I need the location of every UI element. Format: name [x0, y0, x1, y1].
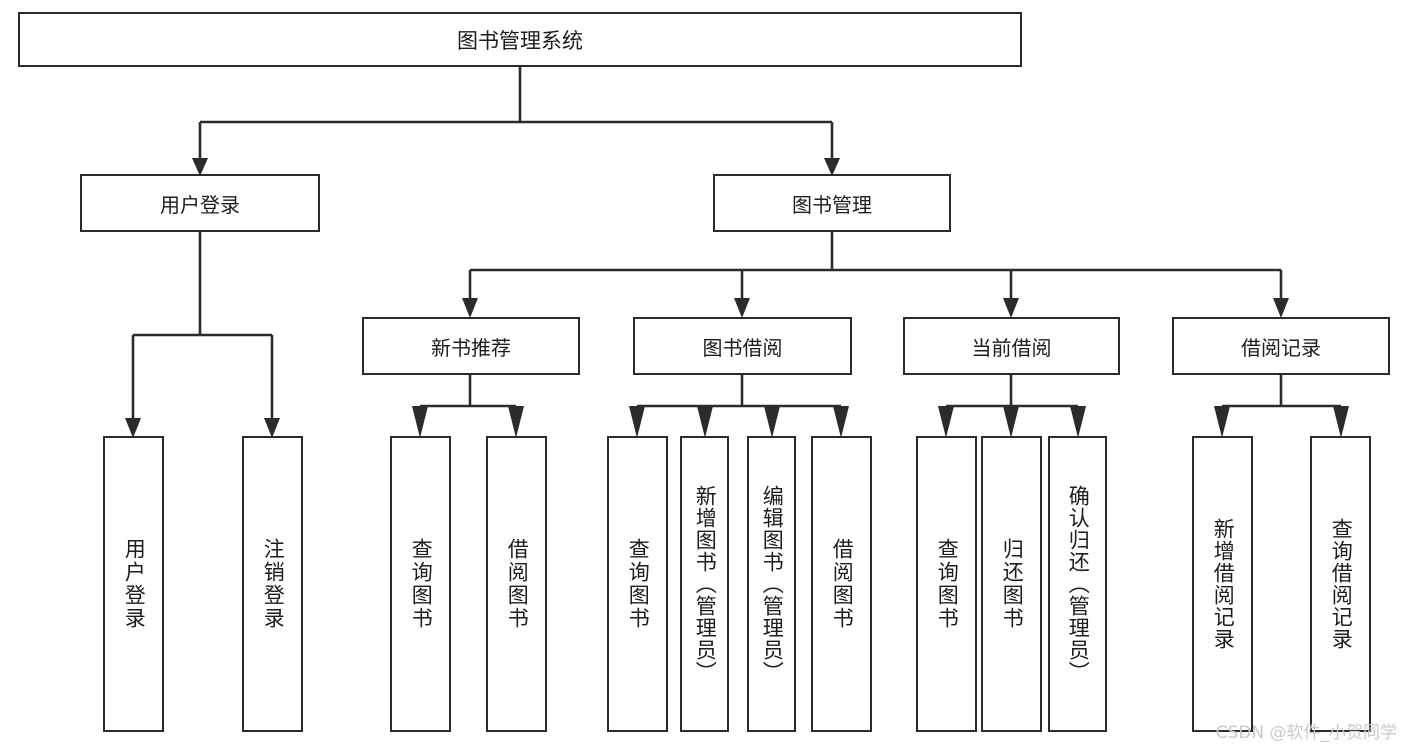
- leaf-user-login-label: 用户登录: [122, 538, 147, 630]
- arrowhead-leaf-3: [412, 406, 428, 438]
- leaf-add-borrow-record-label: 新增借阅记录: [1211, 518, 1236, 650]
- leaf-logout-label: 注销登录: [261, 538, 286, 630]
- arrowhead-borrow: [734, 298, 750, 318]
- arrowhead-leaf-2: [264, 418, 280, 438]
- node-book-borrow[interactable]: 图书借阅: [633, 317, 852, 375]
- arrowhead-leaf-8: [833, 406, 849, 438]
- node-current-borrow[interactable]: 当前借阅: [903, 317, 1120, 375]
- arrowhead-user-login: [192, 158, 208, 176]
- leaf-query-book-2[interactable]: 查询图书: [607, 436, 668, 732]
- leaf-return-book-label: 归还图书: [1000, 538, 1025, 630]
- arrowhead-newbook: [462, 298, 478, 318]
- leaf-confirm-return-admin-label: 确认归还（管理员）: [1066, 485, 1091, 683]
- leaf-logout[interactable]: 注销登录: [242, 436, 303, 732]
- node-current-borrow-label: 当前借阅: [971, 335, 1052, 360]
- leaf-confirm-return-admin[interactable]: 确认归还（管理员）: [1048, 436, 1107, 732]
- arrowhead-leaf-11: [1070, 406, 1086, 438]
- node-root-label: 图书管理系统: [457, 28, 583, 53]
- node-borrow-record[interactable]: 借阅记录: [1172, 317, 1390, 375]
- arrowhead-current: [1003, 298, 1019, 318]
- arrowhead-book-mgmt: [824, 158, 840, 176]
- arrowhead-leaf-10: [1003, 406, 1019, 438]
- node-book-borrow-label: 图书借阅: [702, 335, 783, 360]
- leaf-add-book-admin-label: 新增图书（管理员）: [693, 485, 718, 683]
- leaf-edit-book-admin[interactable]: 编辑图书（管理员）: [747, 436, 796, 732]
- leaf-borrow-book-1-label: 借阅图书: [505, 538, 530, 630]
- leaf-query-book-1-label: 查询图书: [409, 538, 434, 630]
- arrowhead-leaf-13: [1333, 406, 1349, 438]
- node-user-login[interactable]: 用户登录: [80, 174, 320, 232]
- leaf-query-borrow-record[interactable]: 查询借阅记录: [1310, 436, 1371, 732]
- leaf-add-book-admin[interactable]: 新增图书（管理员）: [680, 436, 729, 732]
- node-root[interactable]: 图书管理系统: [18, 12, 1022, 67]
- leaf-borrow-book-1[interactable]: 借阅图书: [486, 436, 547, 732]
- arrowhead-leaf-6: [697, 406, 713, 438]
- arrowhead-leaf-7: [764, 406, 780, 438]
- leaf-return-book[interactable]: 归还图书: [981, 436, 1042, 732]
- arrowhead-leaf-5: [629, 406, 645, 438]
- leaf-query-book-3-label: 查询图书: [935, 538, 960, 630]
- leaf-user-login[interactable]: 用户登录: [103, 436, 164, 732]
- node-new-book-recommend[interactable]: 新书推荐: [362, 317, 580, 375]
- leaf-query-book-2-label: 查询图书: [626, 538, 651, 630]
- leaf-query-book-1[interactable]: 查询图书: [390, 436, 451, 732]
- node-user-login-label: 用户登录: [160, 192, 240, 217]
- node-borrow-record-label: 借阅记录: [1241, 335, 1321, 360]
- leaf-query-book-3[interactable]: 查询图书: [916, 436, 977, 732]
- node-book-management[interactable]: 图书管理: [713, 174, 951, 232]
- leaf-query-borrow-record-label: 查询借阅记录: [1329, 518, 1354, 650]
- arrowhead-leaf-1: [125, 418, 141, 438]
- arrowhead-leaf-4: [508, 406, 524, 438]
- node-new-book-recommend-label: 新书推荐: [431, 335, 511, 360]
- arrowhead-record: [1273, 298, 1289, 318]
- leaf-borrow-book-2-label: 借阅图书: [830, 538, 855, 630]
- arrowhead-leaf-12: [1214, 406, 1230, 438]
- node-book-management-label: 图书管理: [792, 192, 872, 217]
- leaf-edit-book-admin-label: 编辑图书（管理员）: [760, 485, 785, 683]
- arrowhead-leaf-9: [938, 406, 954, 438]
- leaf-add-borrow-record[interactable]: 新增借阅记录: [1192, 436, 1253, 732]
- leaf-borrow-book-2[interactable]: 借阅图书: [811, 436, 872, 732]
